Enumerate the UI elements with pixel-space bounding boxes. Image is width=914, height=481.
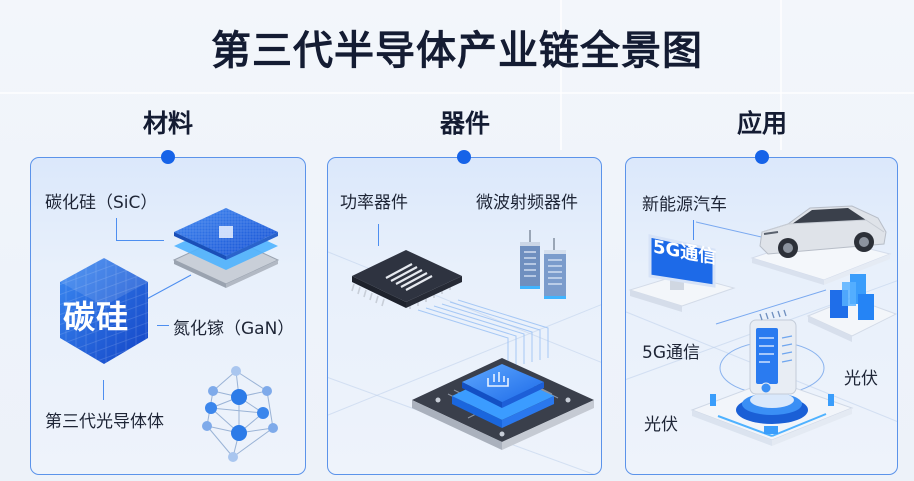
- materials-panel: 碳化硅（SiC）: [30, 157, 306, 475]
- devices-connector-dot: [457, 150, 471, 164]
- silicon-carbide-cube-icon: [60, 258, 148, 364]
- solar-blocks-icon: [806, 274, 897, 342]
- central-hub-icon: [690, 309, 854, 446]
- 5g-monitor-icon: [628, 234, 736, 312]
- applications-panel: 新能源汽车 5G通信 5G通信 光伏 光伏: [625, 157, 898, 475]
- label-new-energy-vehicles: 新能源汽车: [642, 195, 727, 215]
- power-chip-icon: [351, 250, 462, 309]
- connector-line: [116, 240, 164, 241]
- main-chip-icon: [412, 358, 594, 450]
- background-line: [560, 0, 562, 150]
- connector-line: [103, 380, 104, 400]
- electric-car-icon: [750, 205, 892, 285]
- label-photovoltaic-left: 光伏: [644, 415, 678, 435]
- label-5g-communication: 5G通信: [642, 343, 700, 363]
- heading-devices: 器件: [439, 109, 490, 138]
- applications-connector-dot: [755, 150, 769, 164]
- connector-line: [157, 325, 169, 326]
- devices-panel: 功率器件 微波射频器件: [327, 157, 602, 475]
- heading-applications: 应用: [736, 109, 787, 138]
- connector-line: [142, 274, 192, 302]
- label-rf-devices: 微波射频器件: [476, 193, 578, 213]
- cube-label: 碳硅: [63, 298, 130, 336]
- background-line: [780, 0, 782, 150]
- crystal-lattice-icon: [202, 366, 278, 462]
- label-power-devices: 功率器件: [340, 193, 408, 213]
- connector-line: [378, 224, 379, 246]
- rf-tower-icon: [520, 230, 566, 299]
- background-line: [0, 92, 914, 94]
- circuit-traces: [417, 299, 549, 368]
- label-sic: 碳化硅（SiC）: [45, 193, 158, 213]
- label-third-generation: 第三代光导体体: [45, 412, 164, 432]
- connector-line: [693, 220, 694, 240]
- label-photovoltaic-right: 光伏: [844, 369, 878, 389]
- page-title: 第三代半导体产业链全景图: [211, 28, 703, 74]
- heading-materials: 材料: [142, 109, 193, 138]
- connector-line: [116, 218, 117, 240]
- sic-wafer-stack-icon: [172, 208, 280, 288]
- label-gan: 氮化镓（GaN）: [173, 319, 295, 339]
- connector-line: [715, 289, 827, 325]
- materials-connector-dot: [161, 150, 175, 164]
